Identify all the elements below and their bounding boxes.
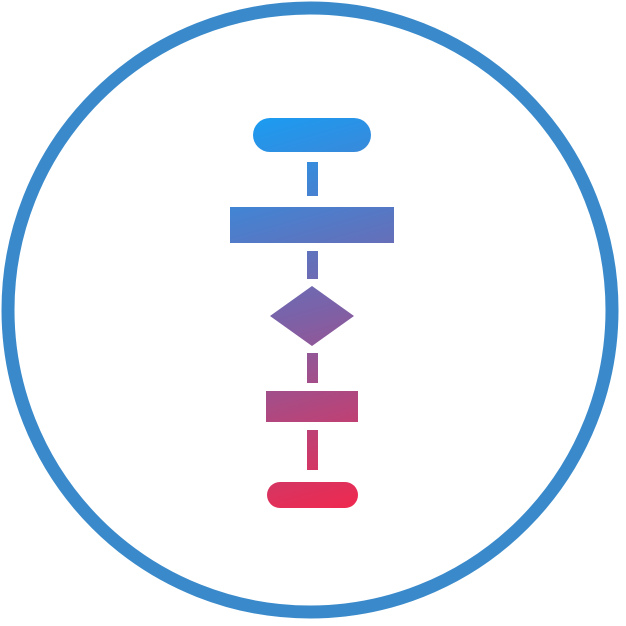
process-box-shape-small: [266, 391, 358, 422]
connector-line-1: [307, 162, 318, 196]
end-terminator-shape: [267, 482, 358, 508]
decision-diamond-shape: [270, 286, 354, 346]
start-terminator-shape: [253, 118, 371, 152]
outer-ring: [1, 1, 619, 619]
connector-line-3: [307, 353, 318, 383]
process-box-shape: [230, 207, 394, 243]
connector-line-2: [307, 251, 318, 279]
connector-line-4: [307, 430, 318, 470]
